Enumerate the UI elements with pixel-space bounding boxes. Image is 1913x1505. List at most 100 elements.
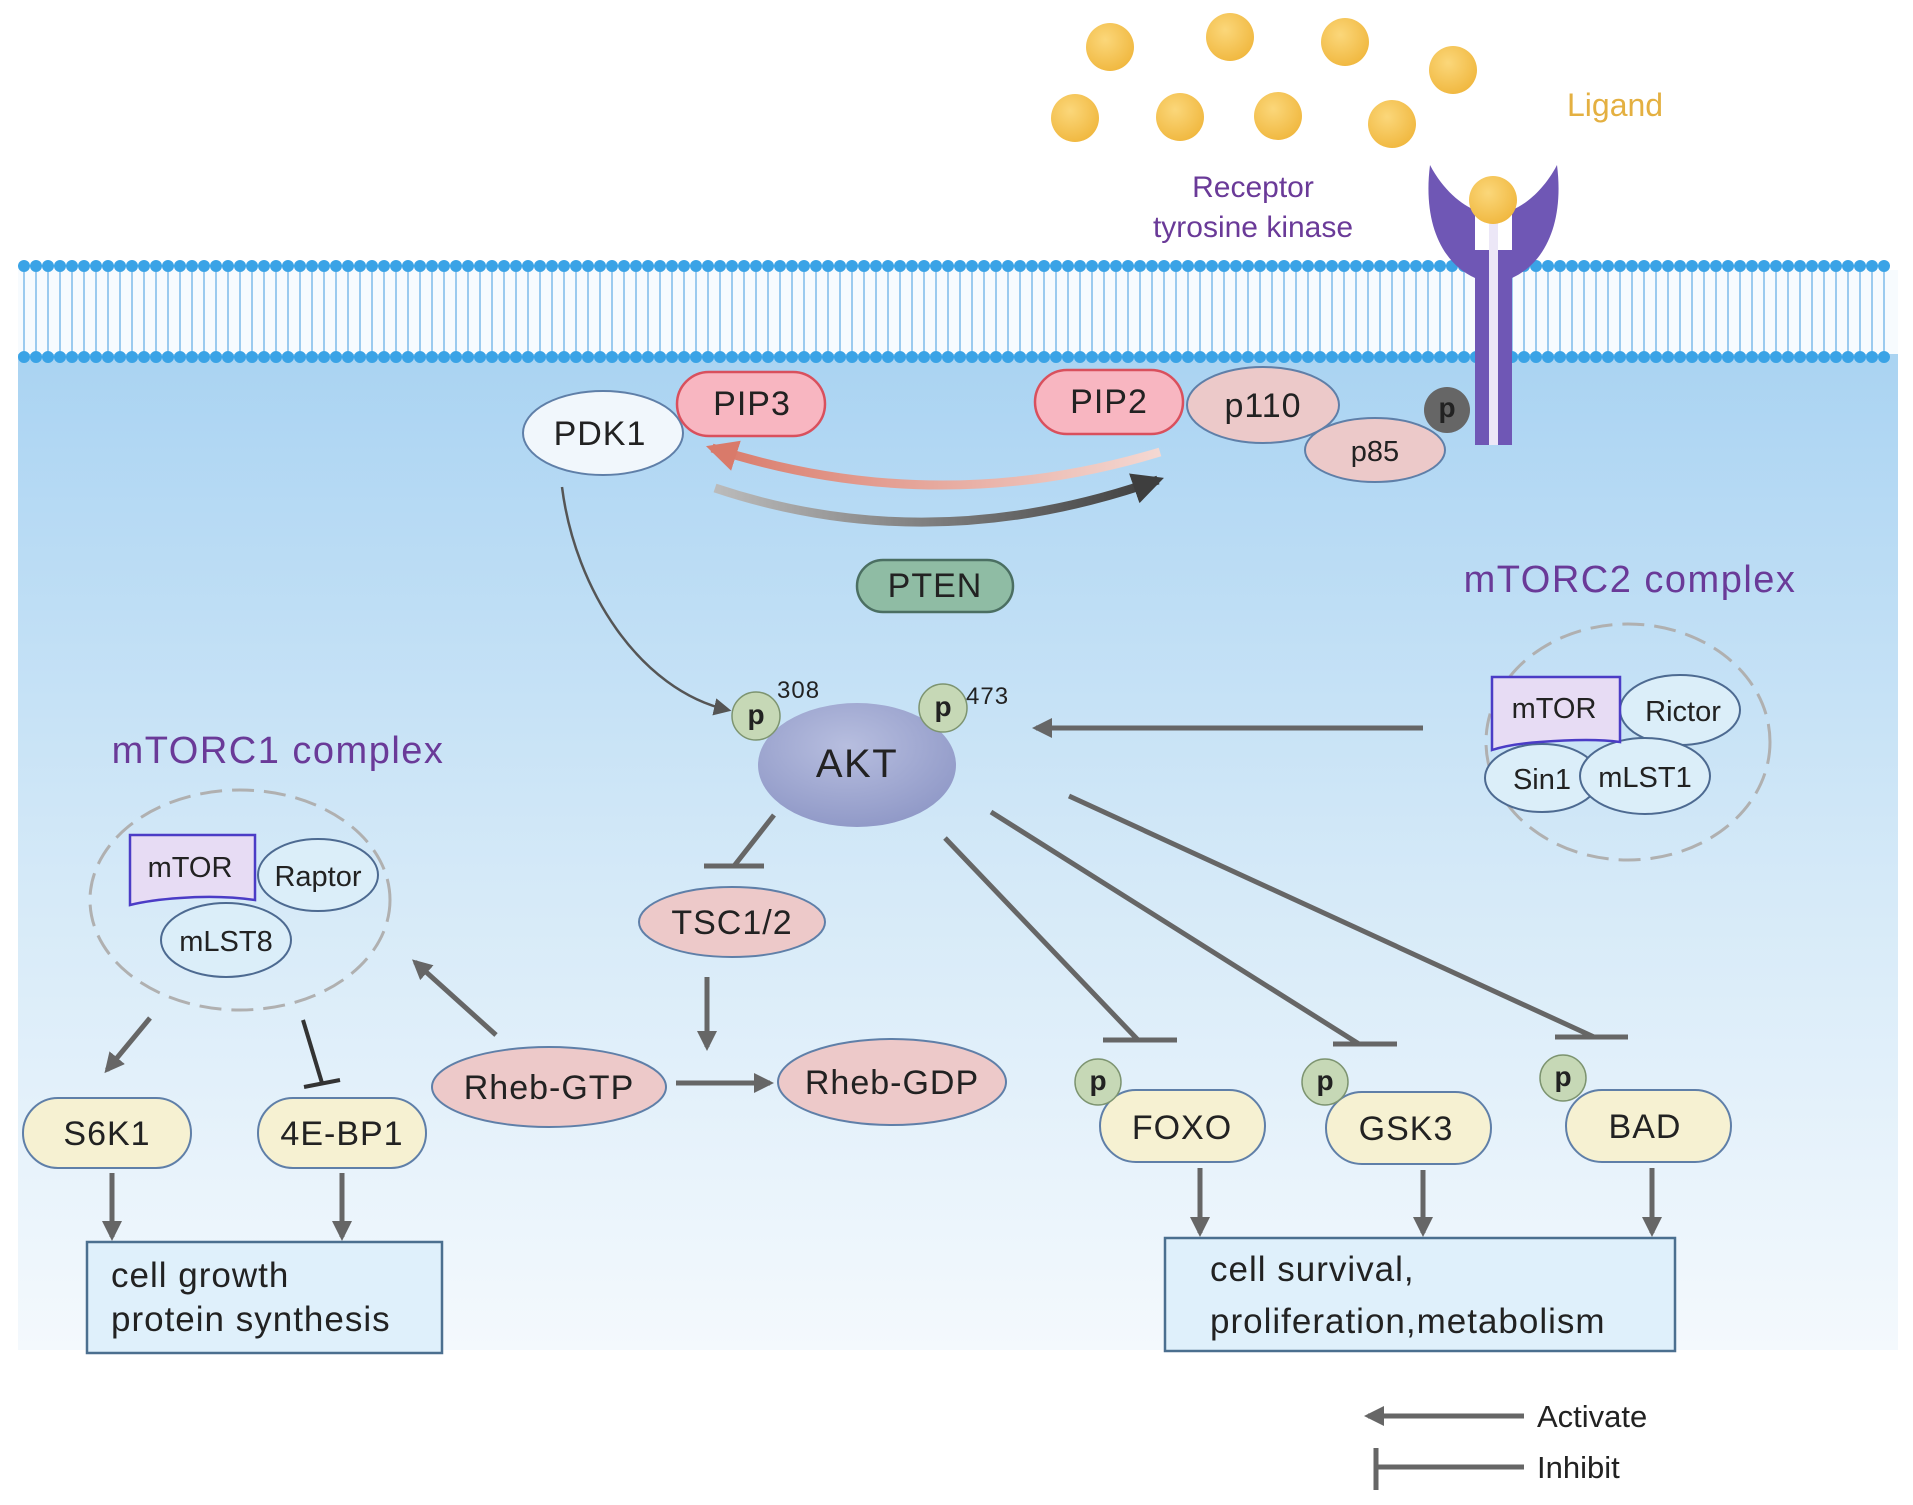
rheb-gtp-label: Rheb-GTP bbox=[464, 1069, 635, 1107]
mtorc2-title: mTORC2 complex bbox=[1464, 559, 1797, 601]
ligand-molecule bbox=[1254, 92, 1302, 140]
lipid-head bbox=[666, 351, 678, 363]
lipid-head bbox=[1830, 351, 1842, 363]
lipid-head bbox=[786, 351, 798, 363]
lipid-head bbox=[774, 260, 786, 272]
receptor-label-line2: tyrosine kinase bbox=[1153, 211, 1353, 244]
lipid-head bbox=[858, 351, 870, 363]
lipid-head bbox=[318, 260, 330, 272]
s6k1-label: S6K1 bbox=[63, 1115, 150, 1153]
lipid-head bbox=[642, 260, 654, 272]
lipid-head bbox=[1242, 351, 1254, 363]
pdk1-label: PDK1 bbox=[554, 415, 647, 453]
lipid-head bbox=[966, 260, 978, 272]
lipid-head bbox=[66, 260, 78, 272]
lipid-head bbox=[522, 351, 534, 363]
receptor-tyrosine-kinase bbox=[1428, 165, 1559, 445]
lipid-head bbox=[1110, 351, 1122, 363]
mtorc1-mlst8-label: mLST8 bbox=[179, 926, 272, 958]
bad-phospho-site bbox=[1539, 1054, 1587, 1102]
lipid-head bbox=[1338, 260, 1350, 272]
lipid-head bbox=[366, 351, 378, 363]
lipid-head bbox=[126, 351, 138, 363]
foxo-phospho-site bbox=[1074, 1058, 1122, 1106]
lipid-head bbox=[1314, 351, 1326, 363]
lipid-head bbox=[1878, 260, 1890, 272]
lipid-head bbox=[1722, 351, 1734, 363]
akt-phospho-473 bbox=[918, 683, 968, 733]
lipid-head bbox=[918, 351, 930, 363]
lipid-head bbox=[1218, 260, 1230, 272]
rheb-to-mtorc1-arrow bbox=[412, 959, 498, 1037]
lipid-head bbox=[1398, 351, 1410, 363]
mtorc2-mtor-label: mTOR bbox=[1512, 693, 1597, 725]
lipid-head bbox=[186, 351, 198, 363]
pip3-to-pip2-arrow bbox=[713, 473, 1164, 527]
lipid-head bbox=[942, 351, 954, 363]
lipid-head bbox=[834, 351, 846, 363]
lipid-head bbox=[258, 260, 270, 272]
lipid-head bbox=[198, 351, 210, 363]
lipid-head bbox=[366, 260, 378, 272]
rheb-gtp-node bbox=[431, 1046, 667, 1128]
lipid-head bbox=[42, 260, 54, 272]
lipid-head bbox=[702, 351, 714, 363]
lipid-head bbox=[1446, 351, 1458, 363]
lipid-head bbox=[1650, 351, 1662, 363]
lipid-head bbox=[1314, 260, 1326, 272]
lipid-head bbox=[1830, 260, 1842, 272]
lipid-head bbox=[1122, 260, 1134, 272]
lipid-head bbox=[1626, 260, 1638, 272]
mtorc1-raptor-label: Raptor bbox=[274, 861, 361, 893]
lipid-head bbox=[1854, 351, 1866, 363]
lipid-head bbox=[438, 260, 450, 272]
akt-inhibits-foxo bbox=[943, 836, 1177, 1043]
lipid-head bbox=[1206, 260, 1218, 272]
lipid-head bbox=[54, 260, 66, 272]
lipid-head bbox=[1566, 260, 1578, 272]
lipid-head bbox=[1266, 260, 1278, 272]
lipid-head bbox=[1062, 351, 1074, 363]
lipid-head bbox=[1362, 351, 1374, 363]
lipid-head bbox=[702, 260, 714, 272]
lipid-head bbox=[1098, 260, 1110, 272]
akt-inhibits-tsc bbox=[704, 813, 776, 869]
lipid-head bbox=[1002, 351, 1014, 363]
pdk1-to-akt-arrow bbox=[560, 486, 732, 716]
lipid-head bbox=[1242, 260, 1254, 272]
lipid-head bbox=[1038, 351, 1050, 363]
legend: Activate Inhibit bbox=[1364, 1399, 1647, 1490]
lipid-head bbox=[1386, 260, 1398, 272]
ligand-group bbox=[1051, 13, 1477, 148]
lipid-head bbox=[558, 351, 570, 363]
lipid-head bbox=[666, 260, 678, 272]
lipid-head bbox=[882, 260, 894, 272]
lipid-head bbox=[774, 351, 786, 363]
lipid-head bbox=[1554, 351, 1566, 363]
lipid-head bbox=[1794, 260, 1806, 272]
bound-ligand bbox=[1469, 176, 1517, 224]
lipid-head bbox=[1782, 260, 1794, 272]
lipid-head bbox=[1614, 260, 1626, 272]
lipid-head bbox=[1710, 260, 1722, 272]
lipid-head bbox=[1578, 351, 1590, 363]
lipid-head bbox=[1218, 351, 1230, 363]
lipid-head bbox=[1542, 260, 1554, 272]
lipid-head bbox=[582, 351, 594, 363]
lipid-head bbox=[1194, 351, 1206, 363]
lipid-head bbox=[390, 260, 402, 272]
lipid-head bbox=[414, 351, 426, 363]
rheb-gdp-label: Rheb-GDP bbox=[805, 1064, 979, 1102]
lipid-head bbox=[390, 351, 402, 363]
lipid-head bbox=[1866, 351, 1878, 363]
lipid-head bbox=[1818, 351, 1830, 363]
cell-survival-line2: proliferation,metabolism bbox=[1210, 1302, 1606, 1341]
foxo-node bbox=[1099, 1089, 1266, 1163]
lipid-head bbox=[786, 260, 798, 272]
lipid-head bbox=[1878, 351, 1890, 363]
lipid-head bbox=[1038, 260, 1050, 272]
cell-growth-box bbox=[85, 1240, 444, 1355]
akt-phospho-473-label: p bbox=[934, 691, 951, 722]
akt-site-473: 473 bbox=[966, 683, 1009, 710]
lipid-head bbox=[66, 351, 78, 363]
